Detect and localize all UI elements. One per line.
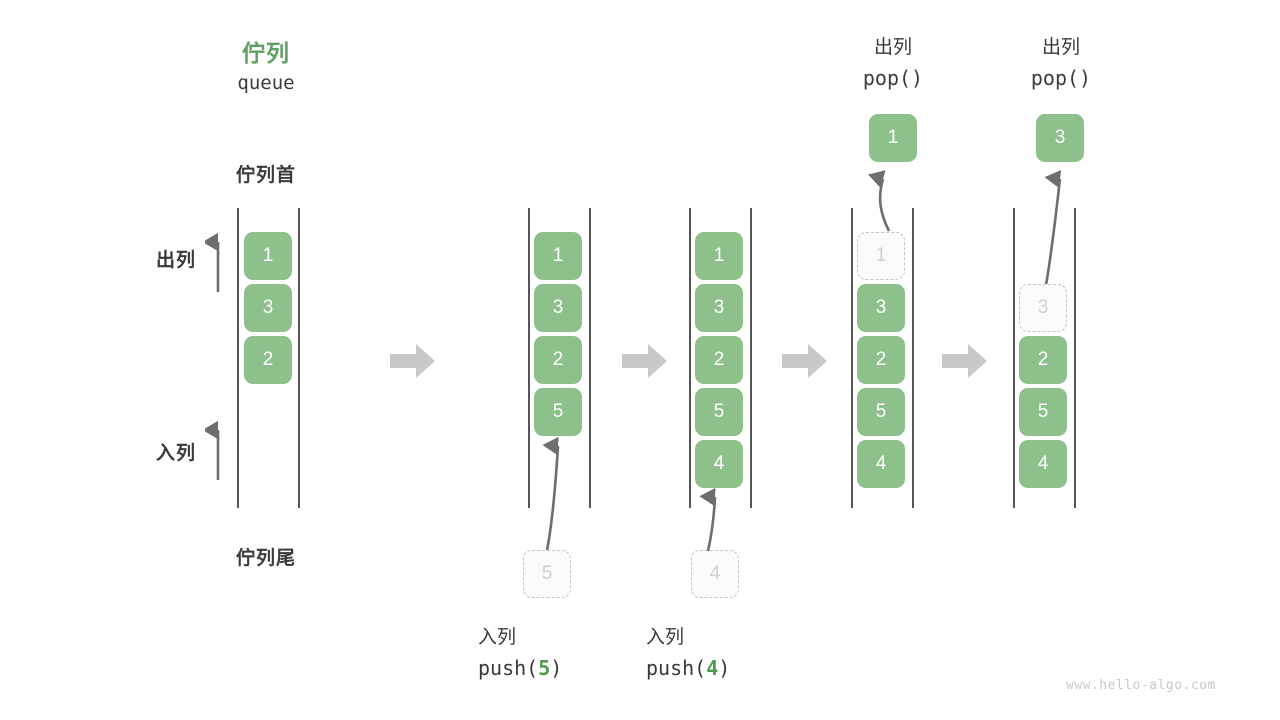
queue-cell: 5 [857, 388, 905, 436]
queue-head-label: 佇列首 [235, 165, 296, 186]
queue-rail-right [1074, 208, 1076, 508]
stage-transition-arrow [942, 344, 987, 378]
queue-rail-right [750, 208, 752, 508]
queue-cell: 3 [857, 284, 905, 332]
popped-ghost-cell: 3 [1019, 284, 1067, 332]
queue-cell: 5 [1019, 388, 1067, 436]
queue-rail-left [237, 208, 239, 508]
queue-cell: 3 [244, 284, 292, 332]
queue-cell-new: 4 [695, 440, 743, 488]
dequeue-side-label: 出列 [155, 250, 196, 271]
watermark: www.hello-algo.com [1066, 678, 1216, 693]
queue-rail-right [298, 208, 300, 508]
pop-caption-cn: 出列 [873, 37, 912, 58]
push-code-suffix: ) [550, 656, 563, 680]
queue-cell: 2 [1019, 336, 1067, 384]
queue-cell: 2 [857, 336, 905, 384]
stage-transition-arrow [622, 344, 667, 378]
push-caption-cn: 入列 [646, 627, 685, 648]
queue-cell: 3 [695, 284, 743, 332]
queue-rail-right [912, 208, 914, 508]
queue-cell: 1 [244, 232, 292, 280]
queue-cell: 1 [695, 232, 743, 280]
queue-cell-new: 5 [534, 388, 582, 436]
queue-cell: 2 [244, 336, 292, 384]
queue-cell: 2 [534, 336, 582, 384]
pop-caption-cn: 出列 [1041, 37, 1080, 58]
push-code-prefix: push( [646, 656, 707, 680]
queue-tail-label: 佇列尾 [235, 548, 296, 569]
push-code-arg: 5 [538, 656, 551, 680]
queue-rail-left [528, 208, 530, 508]
popped-cell: 3 [1036, 114, 1084, 162]
queue-rail-left [1013, 208, 1015, 508]
pop-caption-code: pop() [862, 66, 924, 90]
pop-caption-code: pop() [1030, 66, 1092, 90]
push-caption-code: push(5) [478, 656, 678, 680]
incoming-ghost-cell: 4 [691, 550, 739, 598]
queue-title-cn: 佇列 [242, 40, 290, 66]
pop-arrow [1044, 169, 1062, 286]
dequeue-direction-arrow [205, 232, 220, 292]
push-caption-code: push(4) [646, 656, 846, 680]
popped-cell: 1 [869, 114, 917, 162]
queue-cell: 1 [534, 232, 582, 280]
enqueue-side-label: 入列 [155, 443, 196, 464]
push-caption-cn: 入列 [478, 627, 517, 648]
queue-cell: 4 [1019, 440, 1067, 488]
stage-transition-arrow [782, 344, 827, 378]
queue-title-code: queue [237, 72, 295, 94]
incoming-ghost-cell: 5 [523, 550, 571, 598]
push-code-prefix: push( [478, 656, 539, 680]
popped-ghost-cell: 1 [857, 232, 905, 280]
queue-rail-left [851, 208, 853, 508]
queue-cell: 5 [695, 388, 743, 436]
queue-rail-left [689, 208, 691, 508]
push-code-suffix: ) [718, 656, 731, 680]
pop-arrow [868, 170, 891, 232]
queue-cell: 2 [695, 336, 743, 384]
enqueue-direction-arrow [205, 420, 220, 480]
stage-transition-arrow [390, 344, 435, 378]
queue-rail-right [589, 208, 591, 508]
queue-cell: 4 [857, 440, 905, 488]
push-arrow [699, 487, 717, 552]
push-arrow [542, 436, 560, 551]
queue-cell: 3 [534, 284, 582, 332]
push-code-arg: 4 [706, 656, 719, 680]
